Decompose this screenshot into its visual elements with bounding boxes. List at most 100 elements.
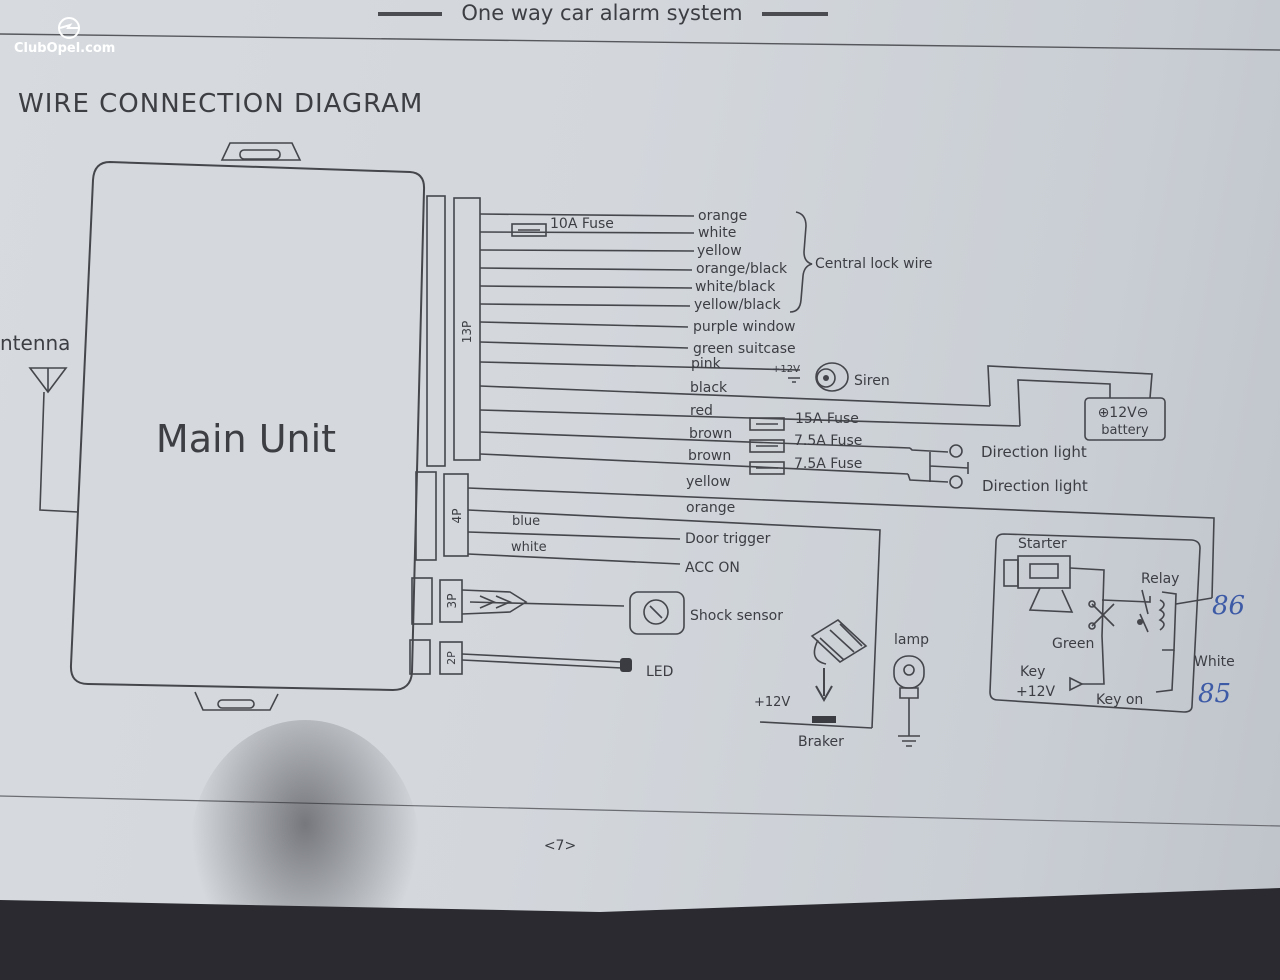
fuse-7-5a-icon-1: [749, 439, 785, 453]
wire-label-white: white: [698, 225, 736, 241]
direction-ground: [929, 452, 969, 482]
shock-sensor-icon: [629, 591, 685, 635]
connector-2p: [439, 641, 463, 675]
connector-4p: [443, 473, 469, 557]
lamp-label: lamp: [894, 632, 929, 648]
wire-label-orange: orange: [698, 208, 747, 224]
fuse-10a-icon: [511, 223, 547, 237]
central-lock-bracket: [789, 211, 813, 313]
door-trigger-label: Door trigger: [685, 531, 771, 547]
siren-label: Siren: [854, 373, 890, 389]
main-unit-bottom-tab: [194, 691, 279, 711]
fuse-15a-label: 15A Fuse: [795, 411, 859, 427]
brake-pedal-icon: [810, 618, 868, 664]
direction-light-1-label: Direction light: [981, 443, 1087, 461]
wire-label-brown-1: brown: [689, 426, 732, 442]
direction-wire-2: [907, 473, 949, 483]
connector-3p: [439, 579, 463, 623]
finger-shadow: [190, 720, 420, 980]
brake-switch-icon: [812, 716, 836, 723]
green-wire: [1082, 635, 1105, 685]
white-label: White: [1194, 654, 1235, 670]
handwritten-86: 86: [1212, 591, 1245, 621]
connector-4p-housing: [415, 471, 437, 561]
led-icon: [620, 658, 632, 672]
relay-label: Relay: [1141, 571, 1179, 587]
relay-switch-icon: [1101, 589, 1151, 633]
lamp-icon: [893, 655, 925, 689]
green-label: Green: [1052, 636, 1094, 652]
wire-label-red: red: [690, 403, 713, 419]
battery-wire-red: [1017, 379, 1111, 427]
wire-label-black: black: [690, 380, 728, 396]
main-unit-box: [69, 160, 426, 692]
header-title: One way car alarm system: [461, 1, 742, 25]
wire-4p-white: [467, 553, 681, 565]
braker-plus-label: +12V: [754, 695, 790, 710]
wire-label-white-4p: white: [511, 540, 547, 555]
wire-label-brown-2: brown: [688, 448, 731, 464]
connector-2p-housing: [409, 639, 431, 675]
page-number: <7>: [544, 838, 576, 854]
wire-label-white-black: white/black: [695, 279, 776, 295]
antenna-wire: [39, 391, 79, 513]
wire-4p-yellow: [467, 487, 1215, 599]
key-plus-label: +12V: [1016, 684, 1056, 700]
key-label: Key: [1020, 664, 1045, 680]
battery-label: battery: [1101, 423, 1149, 438]
direction-light-2-label: Direction light: [982, 477, 1088, 495]
key-arrow-icon: [1069, 676, 1084, 692]
starter-icon: [1003, 559, 1019, 587]
battery-wire-black: [987, 365, 1153, 407]
siren-ground: [788, 377, 800, 383]
relay-coil-icon: [1158, 599, 1165, 631]
wire-4p-blue: [467, 531, 681, 540]
siren-plus-label: +12V: [772, 364, 800, 375]
watermark-text: ClubOpel.com: [14, 41, 115, 56]
wire-label-orange-4p: orange: [686, 500, 735, 516]
section-title: WIRE CONNECTION DIAGRAM: [18, 89, 423, 119]
fuse-15a-icon: [749, 417, 785, 431]
starter-label: Starter: [1018, 536, 1067, 552]
wire-label-orange-black: orange/black: [696, 261, 788, 277]
wire-4p-orange: [467, 509, 881, 729]
acc-on-label: ACC ON: [685, 560, 740, 576]
antenna-label: ntenna: [0, 331, 70, 355]
battery-box: [1084, 397, 1166, 441]
braker-label: Braker: [798, 734, 844, 750]
wire-label-blue: blue: [512, 514, 540, 529]
brake-arrow-icon: [815, 668, 833, 703]
main-unit-label: Main Unit: [156, 417, 336, 461]
wire-label-yellow-4p: yellow: [686, 474, 731, 490]
direction-light-2-icon: [949, 475, 963, 489]
led-label: LED: [646, 664, 673, 680]
opel-logo-icon: [58, 17, 80, 39]
main-unit-top-tab: [220, 142, 302, 161]
battery-polarity-label: ⊕12V⊖: [1098, 405, 1149, 421]
wire-label-green-suitcase: green suitcase: [693, 341, 796, 357]
lamp-ground-icon: [898, 735, 920, 747]
shock-sensor-wire: [469, 601, 625, 607]
header-divider: [0, 33, 1280, 51]
connector-13p: [453, 197, 481, 461]
wire-label-pink: pink: [691, 356, 722, 372]
handwritten-85: 85: [1198, 679, 1231, 709]
connector-13p-housing: [426, 195, 446, 467]
wires-13p: [479, 213, 1021, 475]
key-on-wire: [1155, 649, 1175, 693]
fuse-7-5a-icon-2: [749, 461, 785, 475]
key-on-label: Key on: [1096, 692, 1143, 708]
connector-3p-housing: [411, 577, 433, 625]
wire-label-yellow: yellow: [697, 243, 742, 259]
wire-connection-diagram: One way car alarm system WIRE CONNECTION…: [0, 1, 1280, 854]
connector-3p-label: 3P: [445, 594, 459, 609]
led-wire: [461, 653, 623, 669]
watermark-logo: ClubOpel.com: [14, 17, 115, 56]
main-unit-bottom-slot: [217, 699, 255, 709]
starter-wire: [1069, 567, 1105, 637]
wire-label-yellow-black: yellow/black: [694, 297, 781, 313]
central-lock-label: Central lock wire: [815, 256, 933, 272]
connector-13p-label: 13P: [460, 321, 474, 344]
connector-4p-label: 4P: [450, 509, 464, 524]
direction-wire-1: [909, 447, 949, 453]
